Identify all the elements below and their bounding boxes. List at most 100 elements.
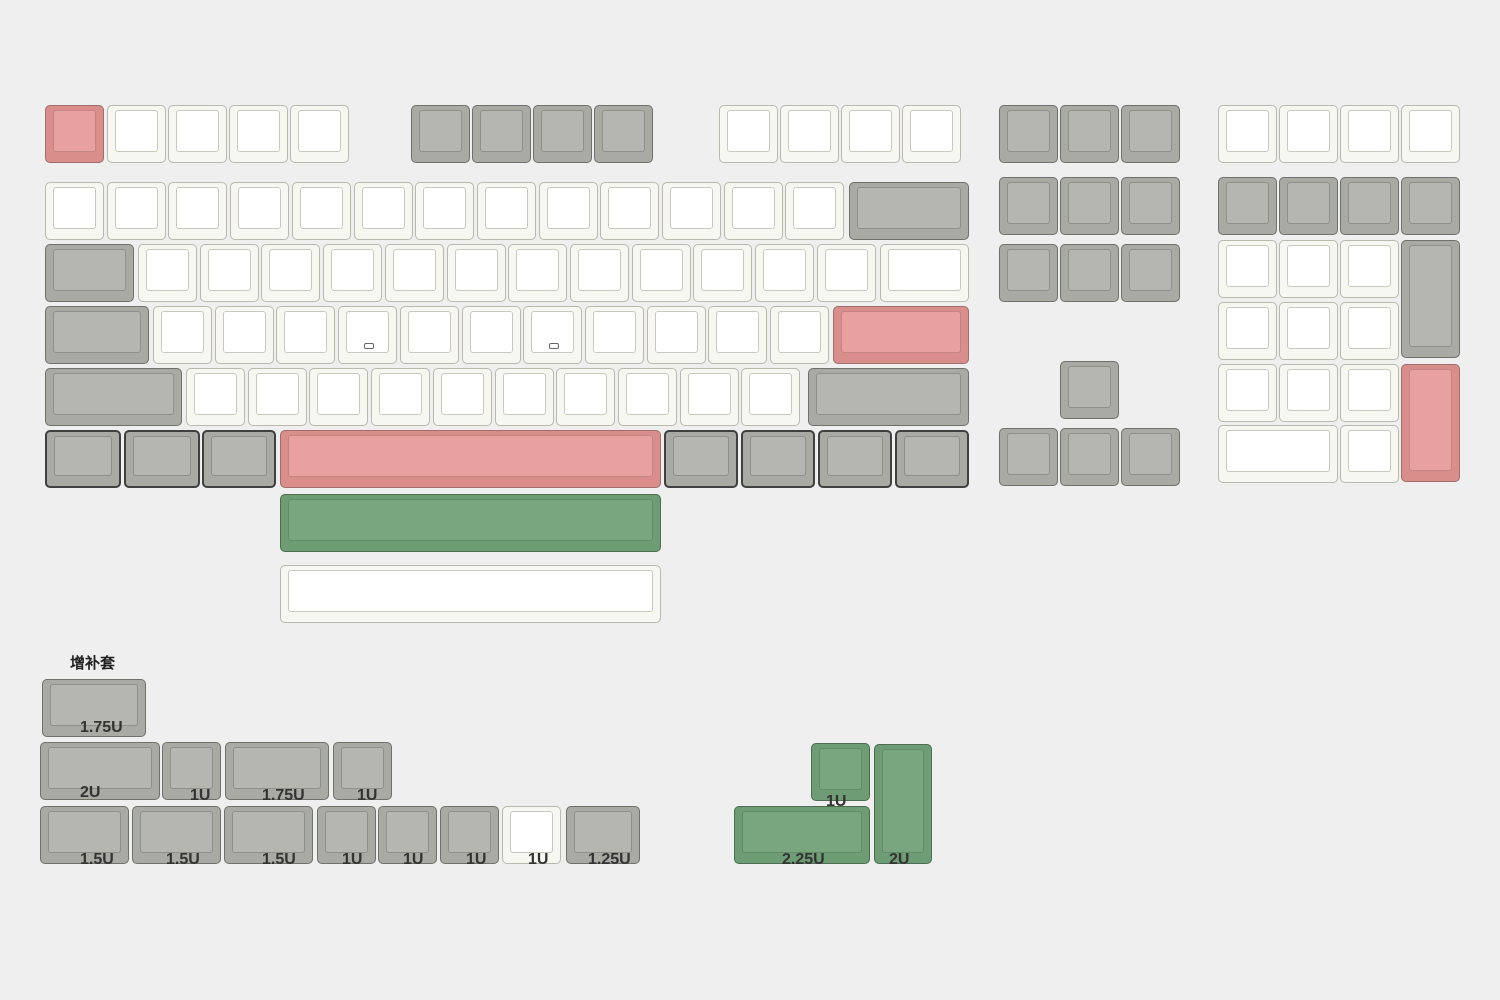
key-spacebar-alt-green	[280, 494, 661, 552]
keycap-top-surface	[778, 311, 821, 353]
key-shift-row	[432, 368, 492, 426]
supplement-key-1-5u-c	[224, 806, 313, 864]
key-bottom-right-mod	[895, 430, 969, 488]
label-2u: 2U	[80, 784, 101, 801]
keycap-top-surface	[317, 373, 361, 415]
key-q-row	[816, 244, 876, 302]
keycap-top-surface	[361, 187, 405, 229]
keycap-top-surface	[1226, 182, 1269, 224]
keycap-top-surface	[1287, 307, 1330, 349]
keycap-top-surface	[1129, 182, 1172, 224]
keycap-top-surface	[1226, 110, 1269, 152]
keycap-top-surface	[639, 249, 683, 291]
keycap-top-surface	[1068, 249, 1111, 291]
key-q-row	[631, 244, 691, 302]
keycap-top-surface	[140, 811, 213, 853]
key-caps-lock	[45, 306, 149, 364]
key-numpad-top	[1218, 177, 1277, 235]
key-number-row	[168, 182, 228, 240]
keycap-top-surface	[749, 373, 793, 415]
key-q-row	[693, 244, 753, 302]
supplement-key-1-5u-a	[40, 806, 129, 864]
keycap-top-surface	[516, 249, 560, 291]
key-shift-row	[741, 368, 801, 426]
keycap-top-surface	[1409, 245, 1452, 347]
key-home-row	[461, 306, 521, 364]
key-home-row	[276, 306, 336, 364]
key-f11	[841, 105, 900, 163]
keycap-top-surface	[161, 311, 204, 353]
keycap-top-surface	[857, 187, 961, 229]
label-1u-c: 1U	[342, 851, 363, 868]
keycap-top-surface	[654, 311, 698, 353]
supplement-key-2u	[40, 742, 160, 800]
key-number-row	[662, 182, 721, 240]
keycap-top-surface	[1129, 249, 1172, 291]
keycap-top-surface	[331, 249, 375, 291]
key-number-row	[353, 182, 413, 240]
key-numpad-1-3	[1340, 364, 1399, 422]
keycap-top-surface	[882, 749, 924, 853]
keycap-top-surface	[541, 110, 584, 152]
key-home-row	[399, 306, 459, 364]
keycap-top-surface	[53, 373, 174, 415]
supplement-green-2u-vertical	[874, 744, 932, 864]
keycap-top-surface	[1348, 182, 1391, 224]
keycap-top-surface	[849, 110, 892, 152]
keycap-top-surface	[1007, 433, 1050, 475]
key-numpad-1-3	[1279, 364, 1338, 422]
homing-bump	[548, 343, 559, 349]
key-extra-3	[1340, 105, 1399, 163]
key-f1	[107, 105, 166, 163]
keycap-top-surface	[577, 249, 621, 291]
key-number-row	[723, 182, 783, 240]
keycap-top-surface	[701, 249, 745, 291]
key-f7	[533, 105, 592, 163]
keycap-top-surface	[484, 187, 528, 229]
key-home-row	[214, 306, 274, 364]
keycap-top-surface	[1068, 433, 1111, 475]
label-1-75u-b: 1.75U	[262, 787, 305, 804]
key-shift-row	[494, 368, 554, 426]
key-nav-bottom	[1060, 244, 1119, 302]
key-shift-row	[556, 368, 616, 426]
keycap-top-surface	[625, 373, 669, 415]
keycap-top-surface	[115, 110, 158, 152]
key-bottom-left-mod	[124, 430, 200, 488]
key-f8	[594, 105, 653, 163]
keycap-top-surface	[299, 187, 343, 229]
key-number-row	[230, 182, 290, 240]
key-f10	[780, 105, 839, 163]
key-f6	[472, 105, 531, 163]
key-f5	[411, 105, 470, 163]
supplement-key-1-25u	[566, 806, 640, 864]
keycap-top-surface	[269, 249, 313, 291]
homing-bump	[363, 343, 374, 349]
keycap-top-surface	[284, 311, 328, 353]
key-numpad-4-6	[1340, 302, 1399, 360]
key-numpad-1-3	[1218, 364, 1277, 422]
key-numpad-4-6	[1218, 302, 1277, 360]
supplement-key-1u-e	[440, 806, 499, 864]
keycap-top-surface	[255, 373, 299, 415]
key-q-row	[384, 244, 444, 302]
keycap-top-surface	[440, 373, 484, 415]
key-left-shift	[45, 368, 182, 426]
keycap-top-surface	[910, 110, 953, 152]
keycap-top-surface	[423, 187, 467, 229]
key-number-row	[785, 182, 845, 240]
keycap-top-surface	[546, 187, 590, 229]
keycap-top-surface	[1348, 307, 1391, 349]
key-extra-4	[1401, 105, 1460, 163]
keycap-top-surface	[1287, 110, 1330, 152]
key-home-row	[708, 306, 768, 364]
label-1u-e: 1U	[466, 851, 487, 868]
key-q-row	[261, 244, 321, 302]
label-1-25u: 1.25U	[588, 851, 631, 868]
key-shift-row	[679, 368, 739, 426]
key-home-row	[153, 306, 212, 364]
keycap-top-surface	[176, 187, 220, 229]
key-extra-1	[1218, 105, 1277, 163]
keycap-top-surface	[53, 187, 96, 229]
keycap-top-surface	[1068, 182, 1111, 224]
